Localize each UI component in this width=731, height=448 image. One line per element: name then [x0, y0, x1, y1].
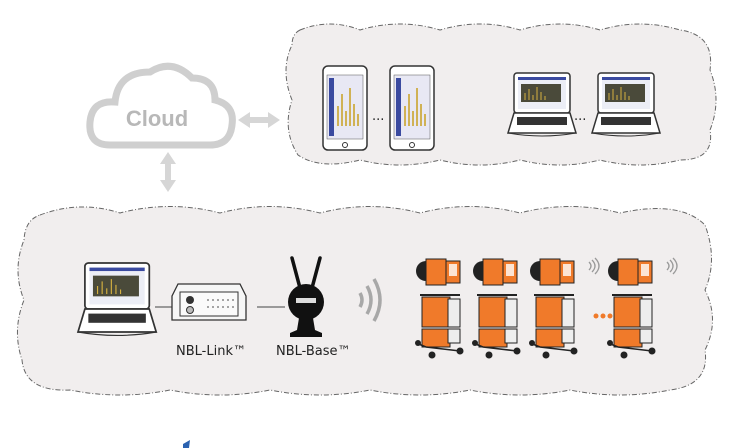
- nbl-link-box-icon: [171, 283, 247, 321]
- laptop-icon: [507, 72, 577, 137]
- cloud-icon: Cloud: [86, 62, 236, 149]
- nbl-link-label: NBL-Link™: [176, 344, 246, 359]
- laptops-ellipsis: ...: [574, 109, 586, 124]
- smartphone-icon: [322, 65, 368, 151]
- bidirectional-arrow-icon: [160, 152, 176, 192]
- wireless-signal-icon: [358, 278, 382, 322]
- phones-ellipsis: ...: [372, 109, 384, 124]
- nbl-base-antenna-icon: [288, 256, 324, 337]
- laptop-icon: [591, 72, 661, 137]
- bidirectional-arrow-icon: [238, 112, 280, 128]
- local-network-bubble: [17, 206, 713, 396]
- nbl-base-label: NBL-Base™: [276, 344, 351, 359]
- partial-logo-mark: [183, 440, 190, 448]
- cloud-label: Cloud: [126, 106, 188, 131]
- smartphone-icon: [389, 65, 435, 151]
- laptop-icon: [77, 262, 158, 337]
- machines-ellipsis: [593, 313, 613, 319]
